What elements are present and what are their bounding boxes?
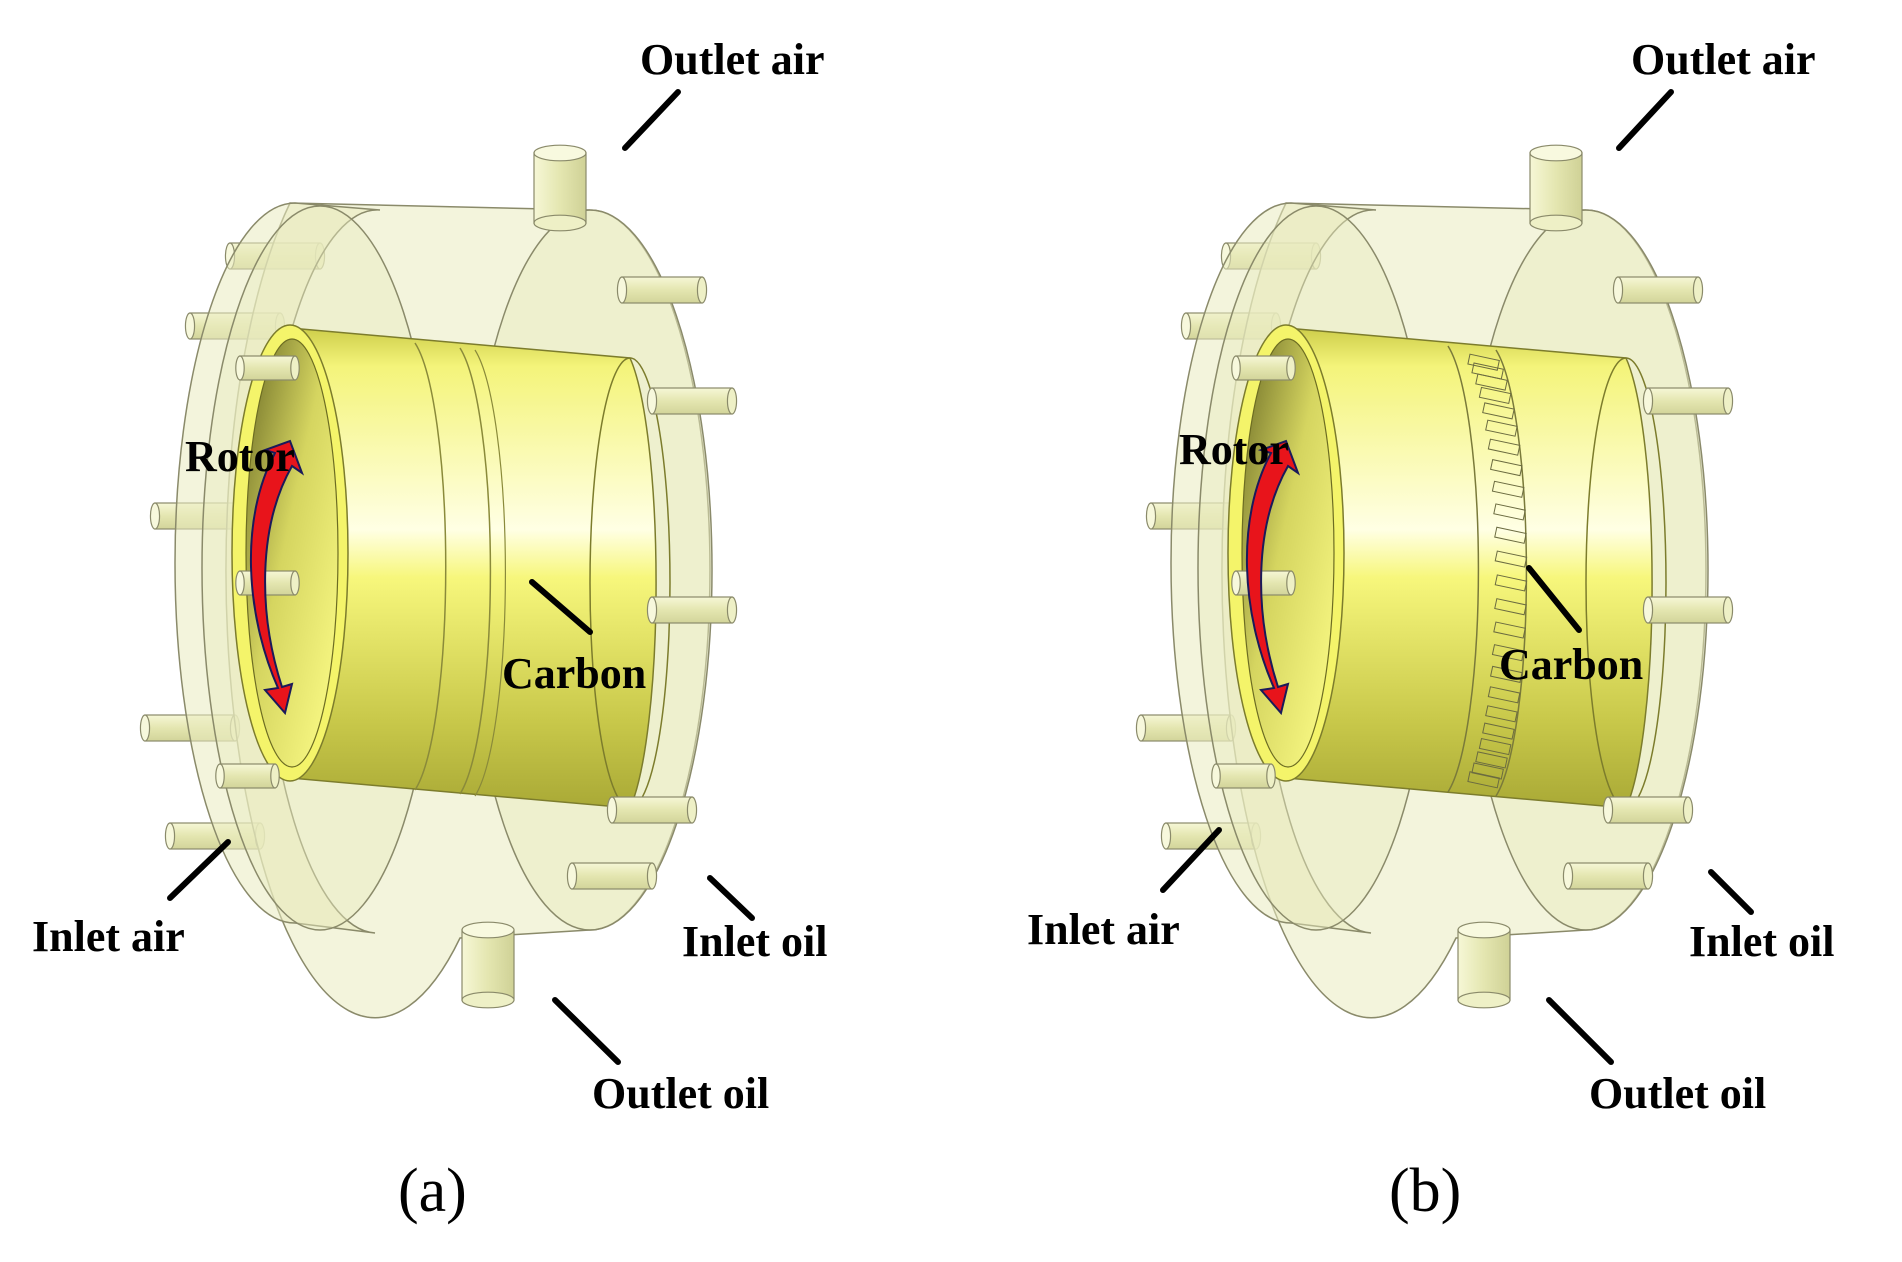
outlet-air-label: Outlet air [640,35,825,84]
carbon-slot [1467,771,1500,789]
carbon-slot [1491,480,1525,498]
carbon-slot [1493,621,1526,639]
rotor-label: Rotor [185,432,295,481]
carbon-slot [1482,402,1515,420]
rotation-arrow [1246,439,1301,716]
rotation-arrow [250,439,305,716]
outlet-oil-port [461,921,515,1009]
rotor-body [1285,327,1653,809]
carbon-slot [1487,438,1521,456]
carbon-ring-edge [474,349,507,797]
carbon-slot [1493,503,1526,521]
carbon-slot [1485,419,1518,437]
outlet-oil-label: Outlet oil [1589,1069,1767,1118]
outlet-oil-port [1457,921,1511,1009]
outlet-oil-leader [1546,997,1614,1065]
carbon-slot [1475,373,1508,391]
caption-a: (a) [398,1157,467,1225]
inlet-oil-label: Inlet oil [1689,917,1835,966]
rotor-body [289,327,657,809]
inlet-air-leader [1160,827,1222,893]
carbon-slot [1494,598,1527,616]
outlet-air-label: Outlet air [1631,35,1816,84]
carbon-leader [529,579,593,635]
inlet-oil-leader [1708,869,1754,915]
outlet-oil-leader [552,997,621,1065]
carbon-label: Carbon [1499,640,1644,689]
inlet-oil-label: Inlet oil [682,917,828,966]
radial-pipe [646,387,738,415]
carbon-ring-edge [459,347,492,795]
caption-b: (b) [1389,1157,1462,1225]
carbon-slot [1490,459,1523,477]
carbon-label: Carbon [502,649,647,698]
carbon-slot [1491,644,1525,662]
carbon-slot [1490,665,1523,683]
assembly [1135,144,1734,1019]
carbon-slot [1494,526,1527,544]
radial-pipe [1211,763,1276,789]
inlet-air-leader [167,839,231,901]
carbon-slot [1471,762,1504,780]
carbon-slot [1478,386,1512,405]
carbon-ring-edge [414,342,447,791]
carbon-slot [1467,353,1500,371]
outlet-air-leader [1616,89,1674,151]
outlet-oil-label: Outlet oil [592,1069,770,1118]
carbon-ring-edge [1495,349,1528,797]
radial-pipe [1231,570,1296,596]
carbon-slot [1475,751,1508,769]
carbon-ring-edge [1447,345,1480,793]
carbon-slot [1478,737,1512,756]
radial-pipe [646,596,738,624]
carbon-leader [1526,565,1582,633]
outlet-air-leader [622,89,681,151]
seal-assembly-drawing-a [139,89,755,1065]
radial-pipe [1642,387,1734,415]
inlet-air-label: Inlet air [32,912,185,961]
carbon-slot [1485,705,1518,723]
radial-pipe [235,570,300,596]
carbon-slot [1494,574,1528,592]
panel-b: Outlet air Rotor Carbon Inlet air Inlet … [951,0,1902,1262]
radial-pipe [616,276,708,304]
inlet-air-label: Inlet air [1027,905,1180,954]
radial-pipe [1602,796,1694,824]
carbon-slot [1482,722,1515,740]
rotor-label: Rotor [1179,425,1289,474]
outlet-air-port [1529,144,1583,232]
assembly [139,144,738,1019]
radial-pipe [1642,596,1734,624]
radial-pipe [235,355,300,381]
radial-pipe [566,862,658,890]
radial-pipe [1612,276,1704,304]
radial-pipe [1562,862,1654,890]
carbon-slot [1494,550,1528,568]
outlet-air-port [533,144,587,232]
panel-a: Outlet air Rotor Carbon Inlet air Inlet … [32,35,828,1225]
inlet-oil-leader [707,875,755,921]
seal-assembly-drawing-b [1135,89,1754,1065]
carbon-slot [1487,686,1521,704]
radial-pipe [1231,355,1296,381]
radial-pipe [606,796,698,824]
radial-pipe [215,763,280,789]
